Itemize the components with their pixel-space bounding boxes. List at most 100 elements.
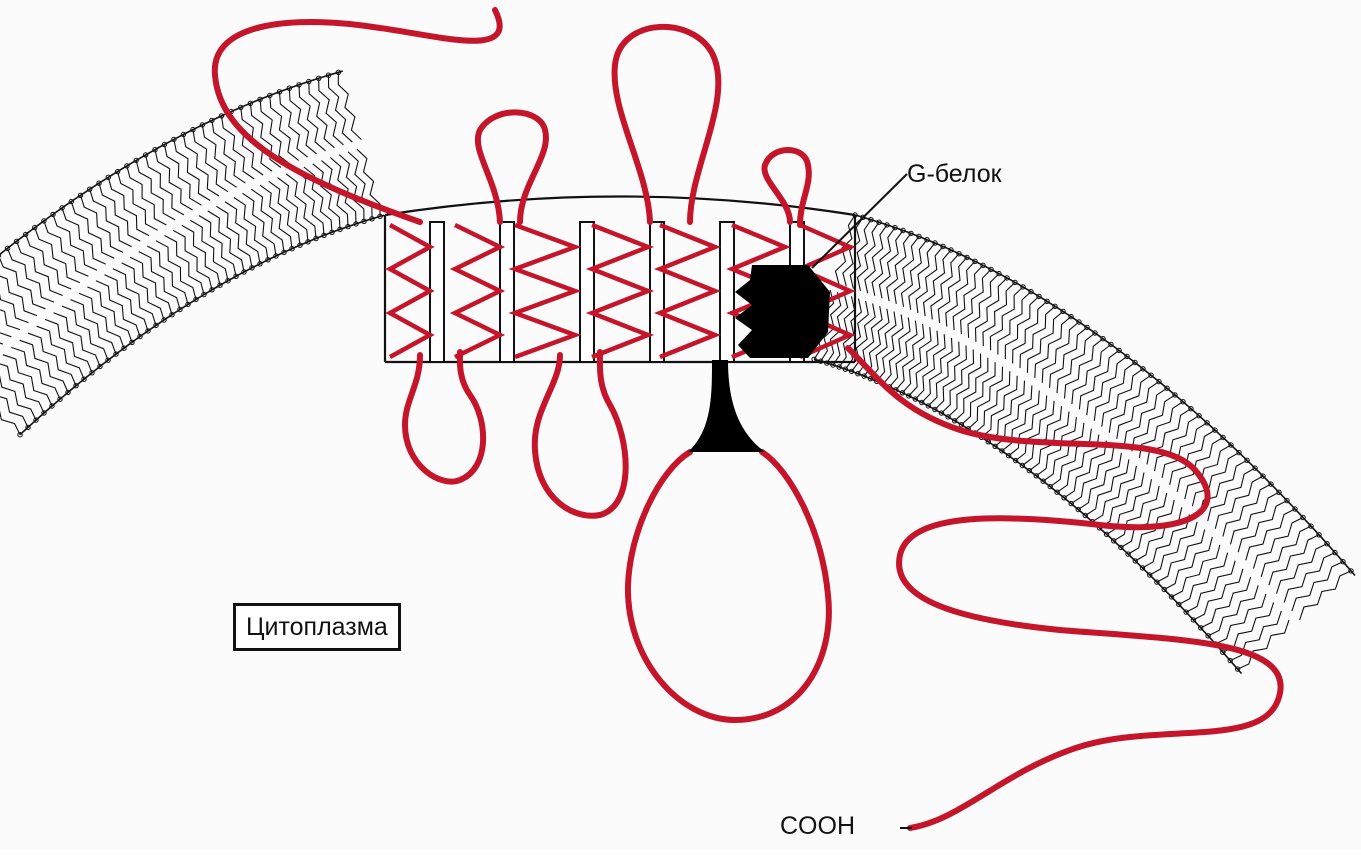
lipid-tail xyxy=(329,75,353,142)
lipid-tail xyxy=(182,225,220,285)
lipid-tail xyxy=(1072,345,1111,404)
lipid-tail xyxy=(54,313,101,367)
intracellular-wedge xyxy=(688,360,765,452)
lipid-tail xyxy=(983,282,1015,346)
c-terminus-tail xyxy=(848,348,1281,828)
lipid-tail xyxy=(1087,356,1127,415)
lipid-tail xyxy=(850,220,871,289)
lipid-tail xyxy=(156,241,196,300)
lipid-tail xyxy=(879,231,903,299)
lipid-tail xyxy=(1124,388,1167,445)
lipid-tail xyxy=(62,306,108,360)
lipid-tail xyxy=(173,230,212,289)
lipid-tail xyxy=(968,274,999,338)
lipid-tail xyxy=(1100,473,1145,528)
lipid-tail xyxy=(339,155,364,222)
lipid-tail xyxy=(70,300,116,355)
lipid-tail xyxy=(883,318,910,385)
cooh-label: COOH xyxy=(780,812,855,841)
n-terminus-loop xyxy=(215,10,500,222)
lipid-tail xyxy=(1215,476,1263,529)
lipid-tail xyxy=(858,222,880,291)
lipid-tail xyxy=(269,181,300,245)
lipid-tail xyxy=(1078,453,1121,510)
lipid-tail xyxy=(1016,401,1055,461)
lipid-tail xyxy=(931,254,959,320)
intracellular-loop-1 xyxy=(405,352,483,482)
lipid-tail xyxy=(0,263,37,316)
lipid-tail xyxy=(1109,375,1151,433)
lipid-tail xyxy=(961,269,991,334)
lipid-tail xyxy=(953,265,983,330)
lipid-tail xyxy=(872,228,895,296)
lipid-tail xyxy=(1050,429,1091,487)
lipid-tail xyxy=(1223,484,1271,536)
lipid-tail xyxy=(280,92,308,157)
right-bilayer-outer-edge xyxy=(855,215,1355,576)
lipid-tail xyxy=(1009,396,1047,456)
polypeptide-chain xyxy=(215,10,1281,828)
lipid-tail xyxy=(1064,441,1106,498)
lipid-tail xyxy=(887,233,911,301)
lipid-tail xyxy=(865,225,887,293)
extracellular-loop-2 xyxy=(615,27,719,222)
lipid-tail xyxy=(286,174,316,239)
lipid-bilayer-left xyxy=(0,70,384,437)
left-bilayer-inner-edge xyxy=(0,71,343,324)
lipid-tail xyxy=(877,315,903,382)
lipid-tail xyxy=(976,278,1008,342)
lipid-tail xyxy=(1079,350,1119,409)
lipid-tail xyxy=(241,107,272,171)
lipid-tail xyxy=(99,183,140,241)
lipid-tail xyxy=(270,96,299,161)
lipid-tail xyxy=(902,240,928,307)
g-protein-label: G-белок xyxy=(907,160,1002,189)
lipid-tail xyxy=(299,85,326,151)
lipid-tail xyxy=(90,189,132,247)
lipid-tail xyxy=(1085,459,1129,515)
extracellular-loop-1 xyxy=(478,112,546,222)
lipid-tail xyxy=(1065,339,1104,399)
helix-zigzag xyxy=(660,225,715,357)
left-bilayer-outer-edge xyxy=(20,215,384,434)
lipid-tail xyxy=(309,82,335,148)
helix-zigzag xyxy=(455,225,500,357)
lipid-tail xyxy=(1057,333,1095,393)
helix-zigzag xyxy=(592,225,648,357)
lipid-tail xyxy=(1071,447,1114,504)
lipid-tail xyxy=(45,319,92,372)
transmembrane-bar xyxy=(720,222,734,362)
lipid-tail xyxy=(289,88,316,154)
lipid-tail xyxy=(946,261,975,326)
lipid-tail xyxy=(0,362,44,413)
cytoplasm-label: Цитоплазма xyxy=(233,603,401,651)
lipid-tail xyxy=(982,376,1018,438)
lipid-tail xyxy=(243,193,277,256)
lipid-tail xyxy=(1022,406,1061,465)
lipid-head xyxy=(0,253,1,257)
lipid-tail xyxy=(1208,468,1255,521)
lipid-tail xyxy=(1132,395,1175,452)
lipid-tail xyxy=(938,257,967,323)
lipid-tail xyxy=(988,381,1024,442)
helix-zigzag xyxy=(515,225,575,357)
lipid-tail xyxy=(1102,369,1143,427)
lipid-tail xyxy=(1117,382,1159,439)
lipid-tail xyxy=(1114,486,1159,541)
intracellular-loop-2 xyxy=(535,352,626,516)
lipid-tail xyxy=(0,385,20,435)
lipid-tail xyxy=(313,164,340,230)
helix-zigzag xyxy=(390,225,430,357)
lipid-tail xyxy=(871,312,897,379)
lipid-tail xyxy=(894,237,919,304)
extracellular-loop-3 xyxy=(764,150,808,225)
lipid-tail xyxy=(1036,417,1076,476)
transmembrane-bar xyxy=(580,222,594,362)
lipid-tail xyxy=(165,236,205,295)
transmembrane-bar xyxy=(650,222,664,362)
intracellular-loop-3 xyxy=(628,452,829,720)
lipid-tail xyxy=(1043,423,1084,481)
lipid-tail xyxy=(319,78,344,145)
